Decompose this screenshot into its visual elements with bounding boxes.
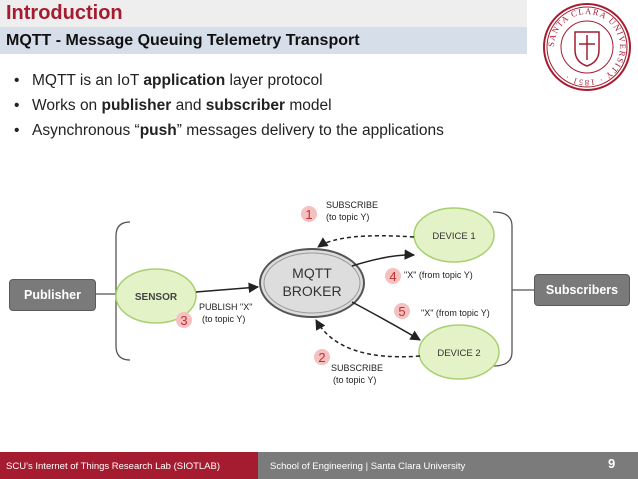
subtitle-bar [0,27,527,54]
page-number: 9 [608,456,616,471]
university-seal-logo: SANTA CLARA UNIVERSITY · 1851 · [543,3,631,91]
broker-label-2: BROKER [282,283,341,299]
step-4-marker [385,268,401,284]
subscribe-2-arrow [315,319,421,358]
step-2-line-2: (to topic Y) [333,375,376,385]
footer-left-bar [0,452,258,479]
step-3-line-1: PUBLISH "X" [199,302,252,312]
step-2-marker [314,349,330,365]
bullet-item: •Works on publisher and subscriber model [14,97,332,114]
device-1-label: DEVICE 1 [432,231,475,242]
device-2-node [418,324,500,380]
sensor-node [115,268,197,324]
deliver-2-arrow [351,301,421,341]
step-2-line-1: SUBSCRIBE [331,363,383,373]
step-5-text: "X" (from topic Y) [421,308,490,318]
step-5-number: 5 [398,304,405,319]
subscribers-label: Subscribers [534,274,630,306]
mqtt-diagram: SENSOR MQTT BROKER DEVICE 1 DEVICE 2 1 S… [96,200,534,385]
step-3-number: 3 [180,313,187,328]
step-1-line-1: SUBSCRIBE [326,200,378,210]
slide-title: Introduction [6,2,123,24]
bullet-item: •Asynchronous “push” messages delivery t… [14,122,444,139]
mqtt-broker-node [259,248,365,318]
step-4-text: "X" (from topic Y) [404,270,473,280]
subscribers-bracket [492,211,513,367]
sensor-label: SENSOR [135,292,178,303]
step-3-line-2: (to topic Y) [202,314,245,324]
step-1-number: 1 [305,207,312,222]
device-2-label: DEVICE 2 [437,348,480,359]
publisher-label: Publisher [9,279,96,311]
step-2-number: 2 [318,350,325,365]
slide-subtitle: MQTT - Message Queuing Telemetry Transpo… [6,32,360,49]
bullet-list: •MQTT is an IoT application layer protoc… [14,72,444,147]
deliver-1-arrow [351,249,416,267]
broker-label-1: MQTT [292,265,332,281]
footer-school-name: School of Engineering | Santa Clara Univ… [270,461,466,472]
device-1-node [413,207,495,263]
footer-lab-name: SCU’s Internet of Things Research Lab (S… [6,461,221,472]
subscribe-1-arrow [317,235,415,248]
step-4-number: 4 [389,269,396,284]
publish-arrow [195,282,260,293]
step-3-marker [176,312,192,328]
bullet-item: •MQTT is an IoT application layer protoc… [14,72,323,89]
step-1-marker [301,206,317,222]
title-bar [0,0,527,27]
step-5-marker [394,303,410,319]
step-1-line-2: (to topic Y) [326,212,369,222]
